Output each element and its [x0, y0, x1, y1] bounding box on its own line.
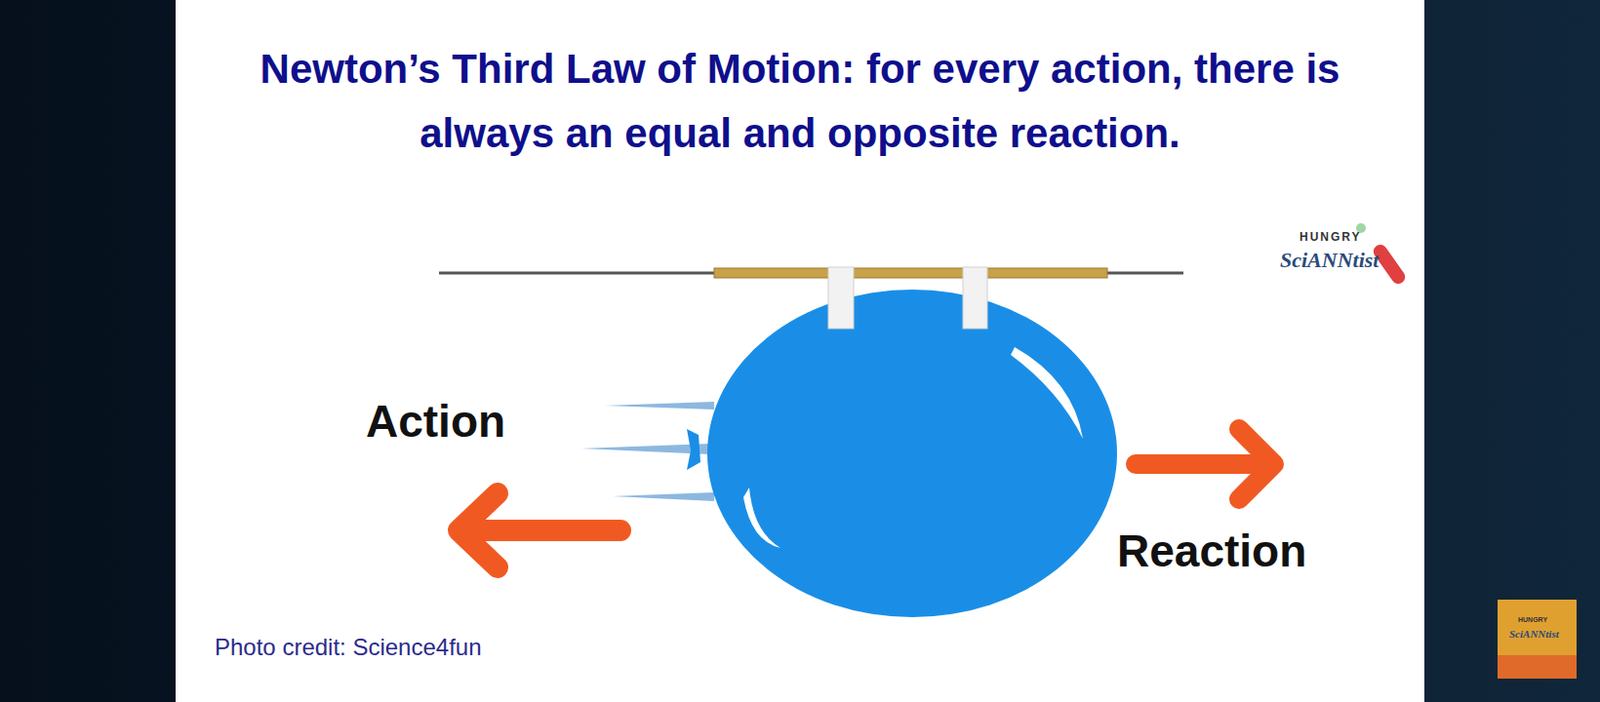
balloon-highlight: [743, 487, 781, 549]
reaction-arrow: [1135, 429, 1275, 500]
white-panel: [175, 0, 1425, 702]
logo-text: SciANNtist: [1280, 247, 1379, 274]
tape-clip: [962, 267, 988, 329]
title: Newton’s Third Law of Motion: for every …: [195, 37, 1405, 166]
logo-badge: [1497, 600, 1577, 680]
air-streak: [612, 492, 715, 502]
logo-text: HUNGRY: [1299, 230, 1362, 244]
air-streak: [604, 401, 715, 410]
reaction-label: Reaction: [1117, 524, 1307, 578]
balloon-nozzle: [686, 429, 701, 471]
balloon-highlight: [1010, 347, 1083, 440]
tape-clip: [828, 267, 854, 329]
balloon: [707, 289, 1118, 618]
logo-text: SciANNtist: [1509, 628, 1560, 640]
action-label: Action: [365, 395, 506, 448]
logo-text: HUNGRY: [1518, 616, 1548, 624]
photo-credit: Photo credit: Science4fun: [214, 634, 482, 662]
straw: [714, 268, 1108, 279]
logo-badge-band: [1497, 655, 1577, 680]
action-arrow: [458, 493, 621, 568]
